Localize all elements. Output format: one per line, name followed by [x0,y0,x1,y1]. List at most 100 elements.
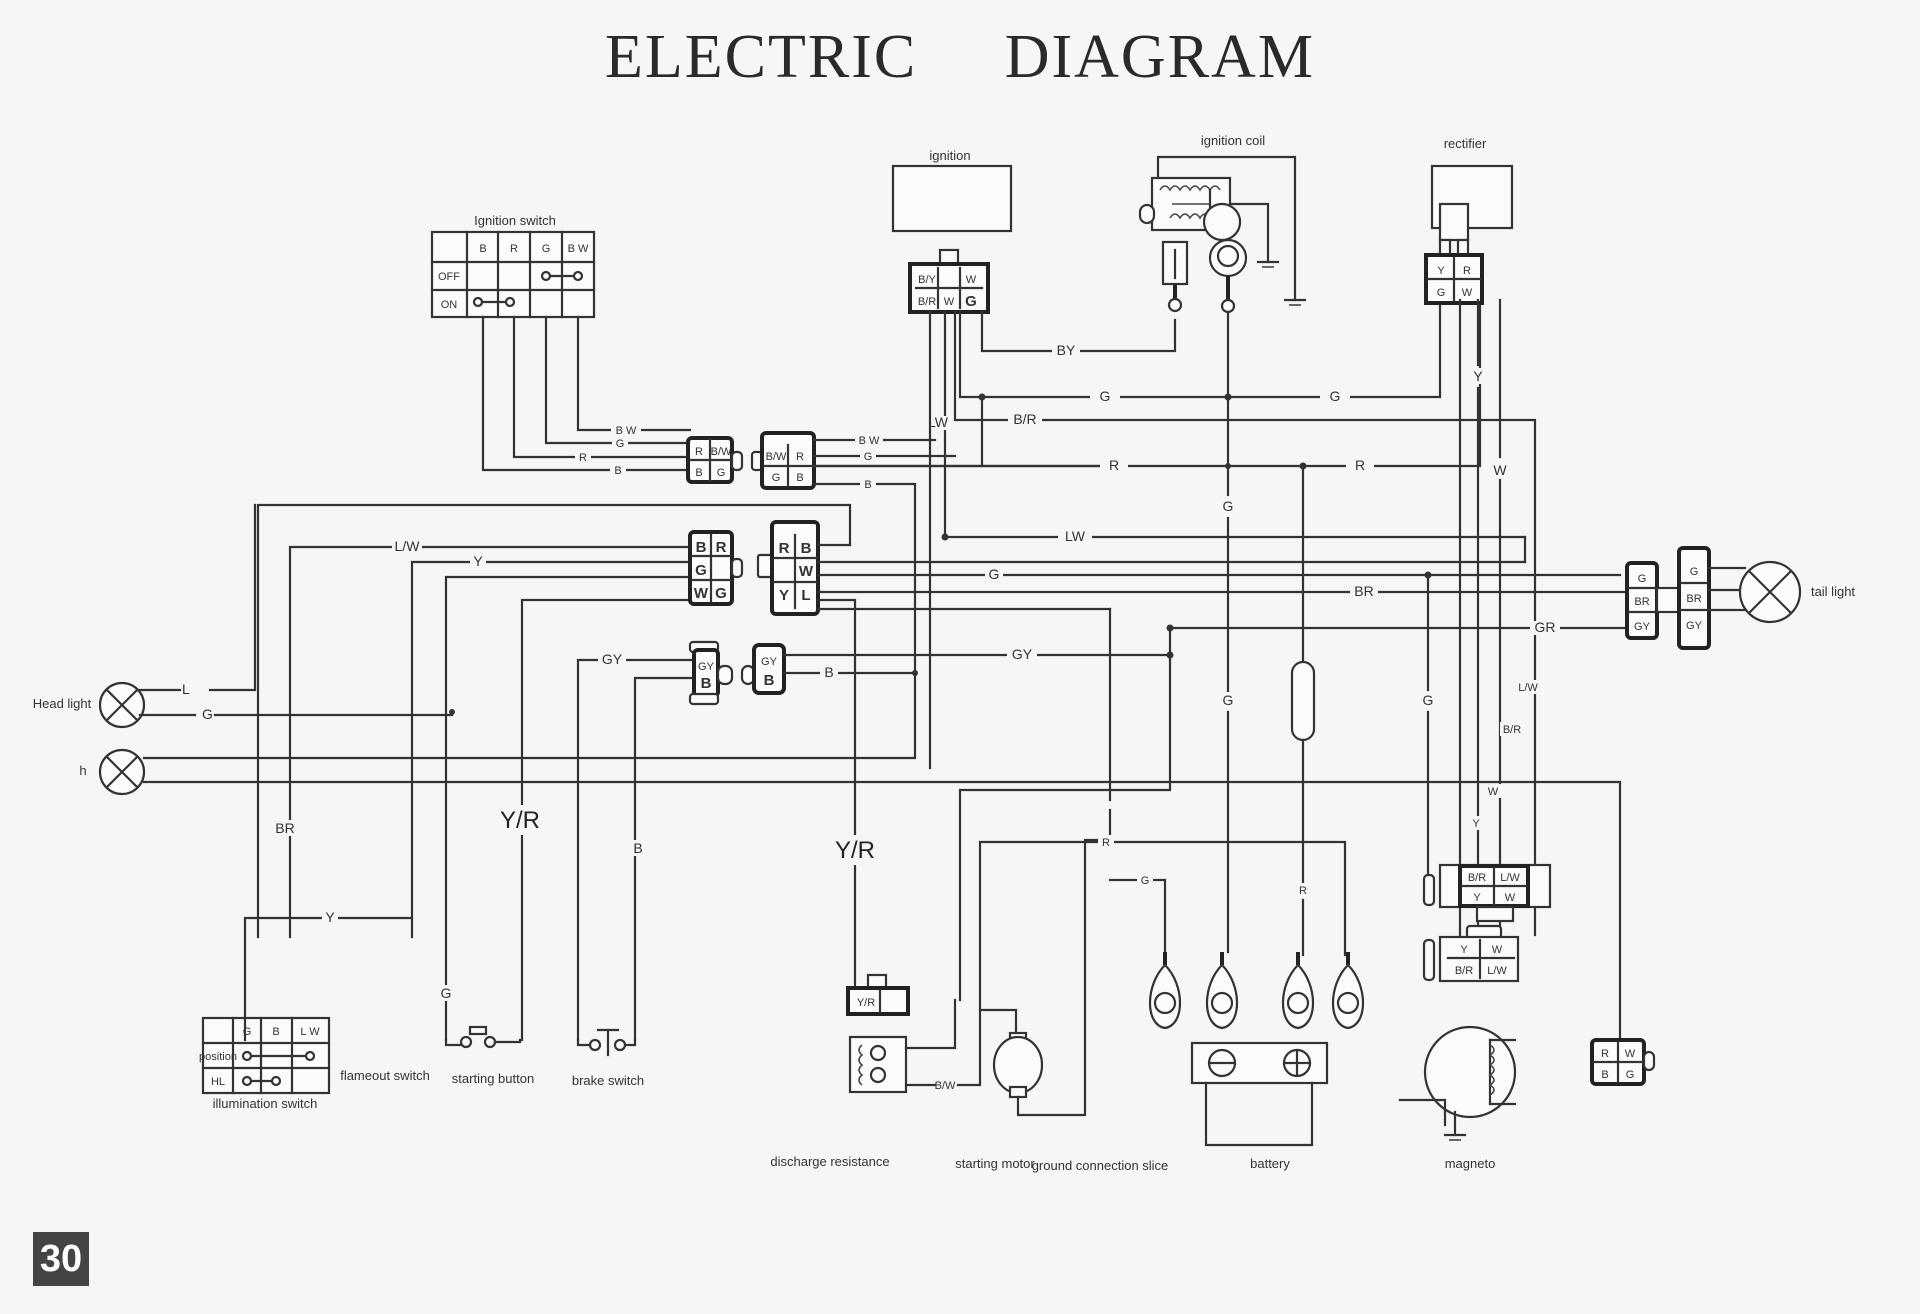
wire-label: R [579,452,587,464]
ignition-switch-col-bw: B W [568,243,589,255]
svg-text:B: B [695,467,702,479]
flameout-switch-label: flameout switch [340,1068,430,1083]
brake-switch: brake switch [572,1028,644,1088]
svg-text:starting button: starting button [452,1071,534,1086]
ignition-switch-row-off: OFF [438,271,460,283]
connector-tail-right: G BR GY [1655,546,1711,650]
svg-text:GY: GY [1634,621,1651,633]
connector-switch-right: B/W R G B [750,431,816,490]
svg-text:discharge resistance: discharge resistance [770,1154,889,1169]
wire-label: B/W [935,1080,956,1092]
wire-label: G [864,451,873,463]
svg-text:GY: GY [698,661,715,673]
svg-text:L: L [801,587,810,604]
page-title: ELECTRIC DIAGRAM [605,23,1315,91]
svg-text:B/R: B/R [1455,965,1473,977]
wire-label: B W [616,425,637,437]
ignition-switch-col-r: R [510,243,518,255]
fuse: R [1290,464,1316,957]
wire-label: G [1223,692,1234,708]
svg-text:L/W: L/W [1487,965,1507,977]
svg-text:B: B [801,540,812,557]
svg-text:R: R [695,446,703,458]
svg-text:G: G [695,562,707,579]
svg-text:R: R [796,451,804,463]
svg-text:BR: BR [1634,596,1649,608]
svg-text:position: position [199,1051,237,1063]
connector-right-small: R W B G [1590,1038,1656,1086]
ignition-switch: Ignition switch B R G B W OFF ON [430,213,596,319]
wire-label: B [614,465,621,477]
svg-text:Y: Y [1437,265,1445,277]
wire-label: R [1299,885,1307,897]
svg-text:W: W [1625,1048,1636,1060]
starting-button: starting button [444,1025,534,1086]
svg-text:B/Y: B/Y [918,274,936,286]
svg-text:L W: L W [300,1026,320,1038]
wire-label: G [1330,388,1341,404]
wire-label: BY [1057,342,1076,358]
wire-label: B/R [1503,724,1521,736]
svg-text:brake switch: brake switch [572,1073,644,1088]
wire-label: Y [325,909,335,925]
wire-label: G [441,985,452,1001]
battery: battery [1190,1041,1329,1171]
svg-text:R: R [1463,265,1471,277]
svg-text:B: B [796,472,803,484]
connector-brake-left: GY B [688,640,734,706]
svg-text:W: W [1505,892,1516,904]
wire-label: Y [473,553,483,569]
svg-text:Head light: Head light [33,696,92,711]
wire-label: B/R [1013,411,1036,427]
svg-text:B: B [1601,1069,1608,1081]
svg-text:HL: HL [211,1076,225,1088]
wire-label: G [989,566,1000,582]
wire-label: LW [928,414,949,430]
connector-brake-right: GY B [740,643,786,695]
svg-text:G: G [965,293,977,310]
wire-label: G [1423,692,1434,708]
wire-label: L/W [395,538,421,554]
svg-text:G: G [1638,573,1647,585]
connector-main-left: B R G W G [688,530,744,606]
connector-magneto-bottom: Y W B/R L/W [1422,924,1520,983]
svg-text:B: B [764,672,775,689]
wire-label: BR [1354,583,1373,599]
svg-text:ignition: ignition [929,148,970,163]
wire-label: R [1102,837,1110,849]
wire-label: B W [859,435,880,447]
svg-text:GY: GY [761,656,778,668]
ignition-switch-row-on: ON [441,299,458,311]
ignition-switch-label: Ignition switch [474,213,556,228]
wire-label: R [1109,457,1119,473]
svg-text:B: B [701,675,712,692]
svg-text:B: B [272,1026,279,1038]
ignition-switch-col-g: G [542,243,551,255]
svg-text:G: G [772,472,781,484]
head-light: Head light [33,681,146,729]
svg-text:rectifier: rectifier [1444,136,1487,151]
wire-label: Y/R [835,837,875,864]
svg-text:GY: GY [1686,620,1703,632]
svg-text:B/W: B/W [711,446,732,458]
svg-text:R: R [779,540,790,557]
svg-text:illumination switch: illumination switch [213,1096,318,1111]
wire-label: BR [275,820,294,836]
tail-light: tail light [1738,560,1855,624]
svg-text:tail light: tail light [1811,584,1855,599]
wire-label: R [1355,457,1365,473]
svg-text:G: G [1626,1069,1635,1081]
illumination-switch: G B L W position HL illumination switch [199,1016,331,1111]
svg-text:Y: Y [1473,892,1481,904]
wire-label: B [633,840,642,856]
wire-label: LW [1065,528,1086,544]
wire-label: G [616,438,625,450]
svg-text:Y: Y [1460,944,1468,956]
wire-label: Y [1472,818,1480,830]
wire-label: W [1493,462,1507,478]
wire-label: W [1488,786,1499,798]
wire-label: GY [1012,646,1033,662]
magneto: magneto [1398,1025,1517,1171]
rectifier: rectifier Y R G W [1424,136,1514,305]
connector-switch-left: R B/W B G [686,436,744,484]
